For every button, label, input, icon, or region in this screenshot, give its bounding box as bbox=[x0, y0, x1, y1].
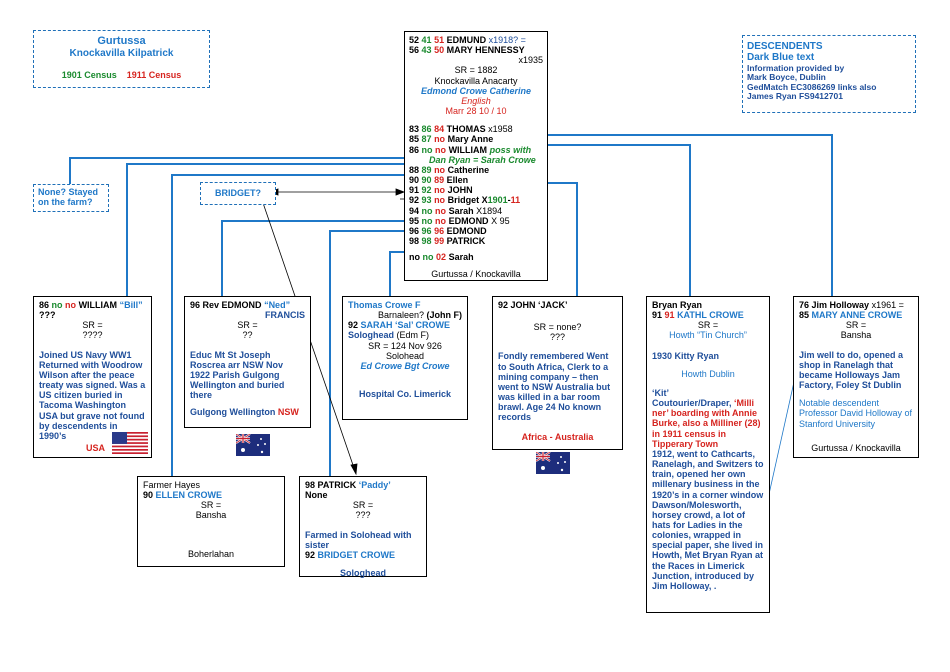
child-row: 94 no no Sarah X1894 bbox=[409, 205, 503, 216]
child-row: 98 98 99 PATRICK bbox=[409, 235, 486, 246]
note-bridget: BRIDGET? bbox=[200, 182, 276, 205]
child-row: 90 90 89 Ellen bbox=[409, 175, 469, 186]
child-note: poss with bbox=[489, 144, 532, 155]
legend-box: DESCENDENTS Dark Blue text Information p… bbox=[742, 35, 916, 113]
usa-flag-icon bbox=[112, 432, 148, 454]
edmond-ned-box: 96 Rev EDMOND “Ned” FRANCIS SR = ?? Educ… bbox=[184, 296, 311, 428]
ellen-box: Farmer Hayes 90 ELLEN CROWE SR = Bansha … bbox=[137, 476, 285, 567]
child-note: X1894 bbox=[476, 205, 503, 216]
child-row: 88 89 no Catherine bbox=[409, 164, 490, 175]
legend-line2: Mark Boyce, Dublin bbox=[747, 72, 826, 83]
child-name: EDMOND bbox=[448, 215, 489, 226]
child-name: THOMAS bbox=[446, 124, 486, 135]
john-box: 92 JOHN ‘JACK’ SR = none? ??? Fondly rem… bbox=[492, 296, 623, 450]
legend-line3: GedMatch EC3086269 links also bbox=[747, 81, 877, 92]
child-name: Ellen bbox=[446, 175, 469, 186]
parents-box: 52 41 51 EDMUND x1918? = 56 43 50 MARY H… bbox=[404, 31, 548, 281]
child-name: WILLIAM bbox=[448, 144, 488, 155]
mary-name: MARY HENNESSY bbox=[446, 45, 525, 56]
child-row: 83 86 84 THOMAS x1958 bbox=[409, 124, 513, 135]
child-name: Mary Anne bbox=[447, 134, 494, 145]
australia-flag-icon bbox=[536, 452, 570, 474]
legend-title: DESCENDENTS bbox=[747, 41, 823, 52]
child-name: JOHN bbox=[447, 185, 473, 196]
note-farm: None? Stayed on the farm? bbox=[33, 184, 109, 212]
legend-line1: Information provided by bbox=[747, 62, 845, 73]
child-name: PATRICK bbox=[446, 235, 486, 246]
kathl-box: Bryan Ryan 91 91 KATHL CROWE SR = Howth … bbox=[646, 296, 770, 613]
australia-flag-icon bbox=[236, 434, 270, 456]
title-place: Knockavilla Kilpatrick bbox=[69, 48, 174, 60]
thomas-box: Thomas Crowe F Barnaleen? (John F) 92 SA… bbox=[342, 296, 468, 420]
child-row: 92 93 no Bridget X1901-11 bbox=[409, 195, 521, 206]
child-name: Catherine bbox=[447, 164, 490, 175]
child-name: Sarah bbox=[448, 205, 474, 216]
legend-1901: 1901 Census bbox=[61, 69, 117, 80]
william-box: 86 no no WILLIAM “Bill” ??? SR = ???? Jo… bbox=[33, 296, 152, 458]
title-name: Gurtussa bbox=[97, 35, 146, 47]
william-note: Dan Ryan = Sarah Crowe bbox=[429, 154, 536, 165]
child-row: 85 87 no Mary Anne bbox=[409, 134, 494, 145]
child-row: 95 no no EDMOND X 95 bbox=[409, 215, 510, 226]
child-name: EDMOND bbox=[446, 225, 487, 236]
legend-line4: James Ryan FS9412701 bbox=[747, 91, 843, 102]
child-row: 86 no no WILLIAM poss with bbox=[409, 144, 532, 155]
edmund-name: EDMUND bbox=[446, 35, 487, 45]
patrick-box: 98 PATRICK ‘Paddy’ None SR = ??? Farmed … bbox=[299, 476, 427, 578]
title-box: Gurtussa Knockavilla Kilpatrick 1901 Cen… bbox=[33, 30, 210, 88]
mary-anne-box: 76 Jim Holloway x1961 = 85 MARY ANNE CRO… bbox=[793, 296, 919, 458]
legend-1911: 1911 Census bbox=[126, 69, 182, 80]
child-note: X1901-11 bbox=[481, 195, 521, 206]
child-note: X 95 bbox=[491, 215, 510, 226]
child-note: x1958 bbox=[488, 124, 513, 135]
legend-subtitle: Dark Blue text bbox=[747, 52, 815, 64]
child-name: Bridget bbox=[447, 195, 480, 206]
child-row: 96 96 96 EDMOND bbox=[409, 225, 487, 236]
child-row: 91 92 no JOHN bbox=[409, 185, 473, 196]
